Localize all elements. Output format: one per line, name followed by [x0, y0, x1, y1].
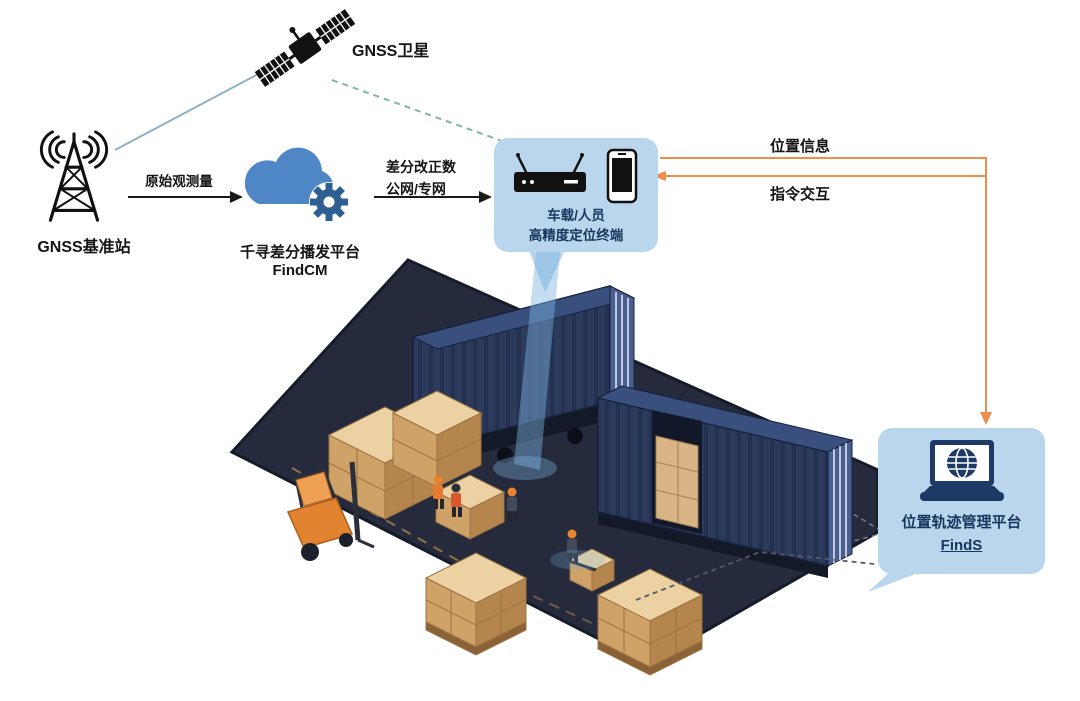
positioning-beam — [493, 248, 606, 570]
worker-icon — [507, 487, 518, 521]
terminal-label-line1: 车载/人员 — [547, 208, 605, 223]
line-satellite-to-base — [114, 71, 263, 151]
vehicle-terminal-icon — [514, 148, 638, 204]
smartphone-icon — [606, 148, 638, 204]
forklift-icon — [286, 461, 375, 561]
radio-tower-icon — [39, 130, 109, 222]
laptop-globe-icon — [919, 440, 1004, 501]
terminal-label-line2: 高精度定位终端 — [528, 228, 624, 244]
arrow-command — [653, 171, 986, 181]
satellite-icon — [254, 9, 356, 87]
worker-icon — [555, 529, 597, 572]
position-info-label: 位置信息 — [769, 138, 830, 155]
cloud-product-label: FindCM — [272, 262, 328, 279]
correction-label-line2: 公网/专网 — [386, 181, 446, 197]
correction-label-line1: 差分改正数 — [386, 159, 456, 175]
base-station-label: GNSS基准站 — [37, 239, 131, 256]
line-scene-to-platform — [635, 551, 926, 601]
management-label: 位置轨迹管理平台 — [901, 514, 1022, 531]
management-product-label: FindS — [940, 536, 983, 554]
raw-observation-label: 原始观测量 — [145, 174, 213, 189]
command-label: 指令交互 — [769, 186, 830, 203]
globe-icon — [946, 447, 977, 479]
cloud-gear-icon — [244, 147, 349, 222]
arrow-correction — [374, 191, 492, 203]
cloud-platform-label: 千寻差分播发平台 — [239, 244, 360, 261]
worker-icon — [451, 483, 462, 517]
terminal-node: 车载/人员 高精度定位终端 — [494, 138, 658, 252]
arrow-raw-observation — [128, 191, 243, 203]
container-b-icon — [596, 385, 854, 578]
management-node: 位置轨迹管理平台 FindS — [878, 428, 1045, 574]
worker-icons — [433, 475, 597, 572]
satellite-label: GNSS卫星 — [352, 43, 430, 60]
worker-icon — [433, 475, 444, 509]
arrow-position-info — [660, 157, 992, 425]
